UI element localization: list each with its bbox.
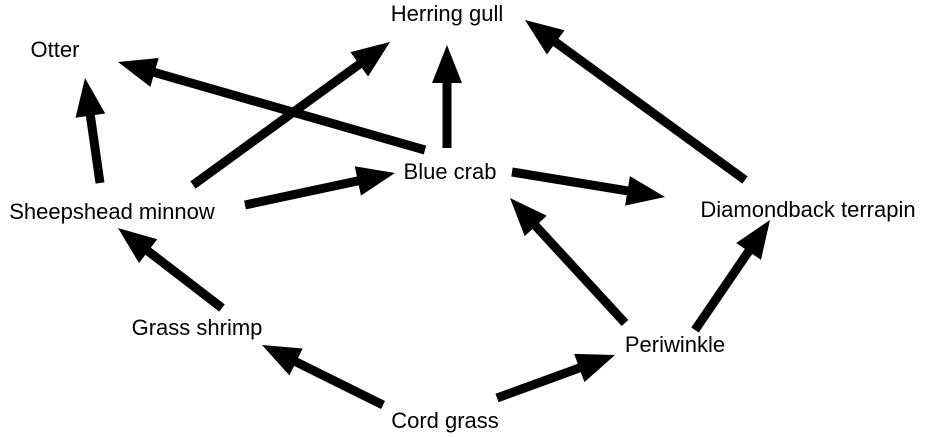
arrow-sheepshead-minnow-to-herring-gull: [190, 42, 390, 189]
arrow-diamondback-terrapin-to-herring-gull: [525, 20, 748, 184]
node-diamondback-terrapin: Diamondback terrapin: [700, 197, 916, 222]
node-blue-crab: Blue crab: [403, 159, 497, 184]
arrow-cord-grass-to-grass-shrimp: [262, 345, 385, 410]
node-grass-shrimp: Grass shrimp: [131, 315, 263, 340]
node-sheepshead-minnow: Sheepshead minnow: [9, 199, 215, 224]
arrow-grass-shrimp-to-sheepshead-minnow: [118, 228, 225, 312]
arrow-head: [510, 198, 547, 237]
arrow-head: [525, 20, 565, 55]
arrow-head: [118, 228, 158, 264]
arrow-shaft: [292, 356, 385, 410]
arrow-head: [625, 176, 665, 206]
arrow-head: [350, 42, 390, 77]
node-cord-grass: Cord grass: [391, 408, 499, 433]
arrow-blue-crab-to-herring-gull: [432, 45, 462, 148]
arrow-periwinkle-to-diamondback-terrapin: [691, 220, 770, 333]
arrow-head: [574, 353, 615, 383]
arrow-shaft: [244, 176, 361, 210]
arrow-shaft: [85, 113, 105, 184]
arrow-cord-grass-to-periwinkle: [495, 353, 615, 403]
arrow-blue-crab-to-diamondback-terrapin: [511, 167, 665, 206]
arrow-shaft: [511, 167, 631, 196]
arrow-periwinkle-to-blue-crab: [510, 198, 629, 327]
arrow-head: [118, 58, 159, 87]
arrow-shaft: [691, 247, 754, 333]
arrow-head: [736, 220, 770, 260]
arrow-head: [432, 45, 462, 83]
node-periwinkle: Periwinkle: [624, 332, 726, 357]
arrow-shaft: [551, 37, 748, 184]
arrow-shaft: [190, 59, 364, 189]
arrow-sheepshead-minnow-to-otter: [75, 78, 106, 184]
arrow-head: [75, 78, 106, 118]
node-otter: Otter: [30, 37, 80, 62]
node-herring-gull: Herring gull: [390, 1, 504, 26]
arrow-sheepshead-minnow-to-blue-crab: [244, 166, 395, 210]
arrow-shaft: [531, 221, 629, 327]
arrow-head: [354, 166, 395, 196]
arrow-blue-crab-to-otter: [118, 58, 427, 155]
arrow-shaft: [495, 363, 583, 403]
arrow-head: [262, 345, 303, 376]
arrow-shaft: [143, 246, 225, 312]
